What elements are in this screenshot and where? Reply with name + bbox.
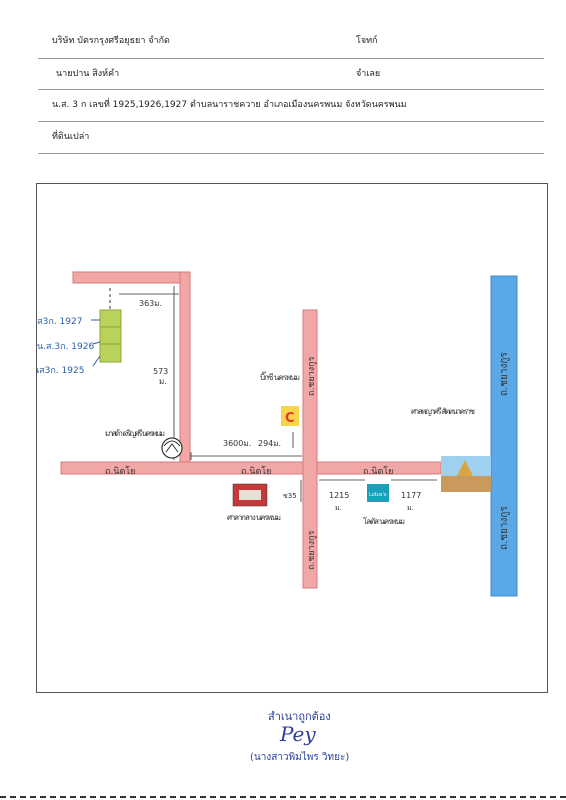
lotus-logo bbox=[367, 484, 389, 502]
top-road bbox=[72, 271, 190, 284]
bigc-logo bbox=[281, 406, 299, 426]
bottom-edge bbox=[0, 796, 566, 798]
road-label-main-2: ถ.นิตโย bbox=[241, 466, 271, 477]
crossing-road bbox=[302, 309, 318, 589]
distance-lotus-right: 1177 bbox=[401, 491, 421, 500]
title-deed-line: น.ส. 3 ก เลขที่ 1925,1926,1927 ตำบลนาราช… bbox=[52, 100, 407, 110]
parcel-block bbox=[99, 309, 122, 363]
distance-main-right: 294ม. bbox=[258, 439, 281, 448]
parcel-label-1926: น.ส.3ก. 1926 bbox=[37, 342, 94, 352]
distance-vertical-unit: ม. bbox=[159, 377, 167, 386]
divider bbox=[38, 121, 544, 122]
divider bbox=[38, 153, 544, 154]
shrine-image bbox=[441, 456, 491, 492]
map-canvas: นส3ก. 1927 น.ส.3ก. 1926 นส3ก. 1925 363ม.… bbox=[37, 271, 518, 597]
company-name: บริษัท บัตรกรุงศรีอยุธยา จำกัด bbox=[52, 36, 170, 46]
distance-top-road: 363ม. bbox=[139, 299, 162, 308]
parcel-label-1927: นส3ก. 1927 bbox=[37, 317, 82, 327]
right-road bbox=[490, 275, 518, 597]
hospital-label: ศาลากลาง นครพนม bbox=[227, 513, 281, 522]
parcels bbox=[91, 288, 122, 367]
divider bbox=[38, 58, 544, 59]
signer-name: (นางสาวพิมไพร วิทยะ) bbox=[250, 752, 350, 763]
parcel-label-1925: นส3ก. 1925 bbox=[37, 366, 84, 376]
signature: Pey bbox=[280, 722, 316, 746]
mazda-label: มาสด้า เจริญศรี นครพนม bbox=[105, 429, 165, 438]
land-type: ที่ดินเปล่า bbox=[52, 132, 90, 142]
plaintiff-label: โจทก์ bbox=[356, 36, 378, 46]
road-label-main-3: ถ.นิตโย bbox=[363, 466, 393, 477]
distance-main-left: 3600ม. bbox=[223, 439, 251, 448]
lotus-logo-text: Lotus's bbox=[369, 492, 387, 498]
defendant-name: นายปาน สิงห์คำ bbox=[56, 69, 120, 79]
road-label-right-top: ถ.ชยางกูร bbox=[499, 352, 510, 396]
road-label-vertical-top: ถ.ชยางกูร bbox=[307, 356, 317, 396]
location-map: นส3ก. 1927 น.ส.3ก. 1926 นส3ก. 1925 363ม.… bbox=[36, 183, 548, 693]
lotus-label: โลตัส นครพนม bbox=[363, 516, 405, 526]
distance-vertical: 573 bbox=[153, 367, 168, 376]
certified-stamp: สำเนาถูกต้อง bbox=[268, 710, 331, 723]
road-label-main-1: ถ.นิตโย bbox=[105, 466, 135, 477]
side-road bbox=[179, 271, 191, 463]
defendant-label: จำเลย bbox=[356, 69, 381, 79]
road-label-right-bottom: ถ.ชยางกูร bbox=[499, 506, 510, 550]
distance-junction: ซ35 bbox=[283, 492, 297, 500]
distance-lotus-left-unit: ม. bbox=[335, 504, 342, 512]
divider bbox=[38, 89, 544, 90]
mazda-logo bbox=[161, 437, 183, 459]
distance-lotus-left: 1215 bbox=[329, 491, 349, 500]
bigc-letter: C bbox=[285, 411, 295, 426]
distance-lotus-right-unit: ม. bbox=[407, 504, 414, 512]
road-label-vertical-bottom: ถ.ชยางกูร bbox=[307, 530, 317, 570]
bigc-label: บิ๊กซี นครพนม bbox=[260, 371, 300, 382]
shrine-label: ศาลพญาศรี สัตตนาคราช bbox=[411, 407, 476, 416]
